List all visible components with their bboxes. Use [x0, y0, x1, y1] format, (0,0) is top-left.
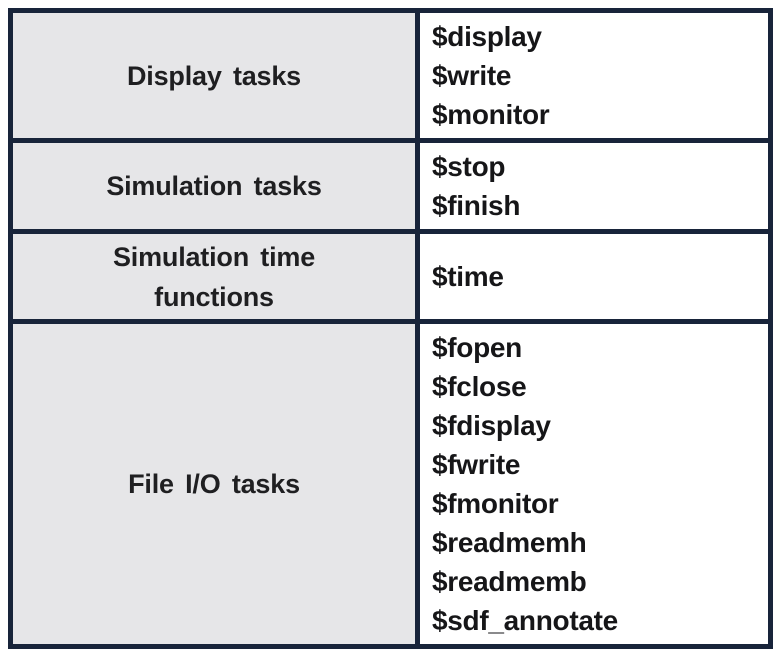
task-item: $monitor: [432, 99, 550, 130]
task-item: $readmemb: [432, 566, 587, 597]
task-item: $fdisplay: [432, 410, 551, 441]
tasks-cell: $stop $finish: [415, 138, 773, 234]
tasks-cell: $time: [415, 229, 773, 324]
system-tasks-table: Display tasks $display $write $monitor Sim…: [8, 8, 773, 649]
task-item: $finish: [432, 190, 521, 221]
task-item: $display: [432, 21, 542, 52]
category-cell: Simulation time functions: [8, 229, 420, 324]
tasks-cell: $fopen $fclose $fdisplay $fwrite $fmonitor $r…: [415, 319, 773, 649]
table-row: Simulation time functions $time: [8, 229, 773, 324]
task-item: $fwrite: [432, 449, 521, 480]
category-cell: Simulation tasks: [8, 138, 420, 234]
category-cell: File I/O tasks: [8, 319, 420, 649]
task-item: $time: [432, 261, 504, 292]
tasks-table: Display tasks $display $write $monitor Sim…: [8, 8, 773, 649]
task-item: $stop: [432, 151, 506, 182]
task-item: $fopen: [432, 332, 522, 363]
task-item: $sdf_annotate: [432, 605, 618, 636]
table-row: Display tasks $display $write $monitor: [8, 8, 773, 143]
task-item: $fclose: [432, 371, 527, 402]
task-item: $readmemh: [432, 527, 587, 558]
table-row: File I/O tasks $fopen $fclose $fdisplay $fw…: [8, 319, 773, 649]
task-item: $write: [432, 60, 512, 91]
category-cell: Display tasks: [8, 8, 420, 143]
table-row: Simulation tasks $stop $finish: [8, 138, 773, 234]
task-item: $fmonitor: [432, 488, 559, 519]
tasks-cell: $display $write $monitor: [415, 8, 773, 143]
